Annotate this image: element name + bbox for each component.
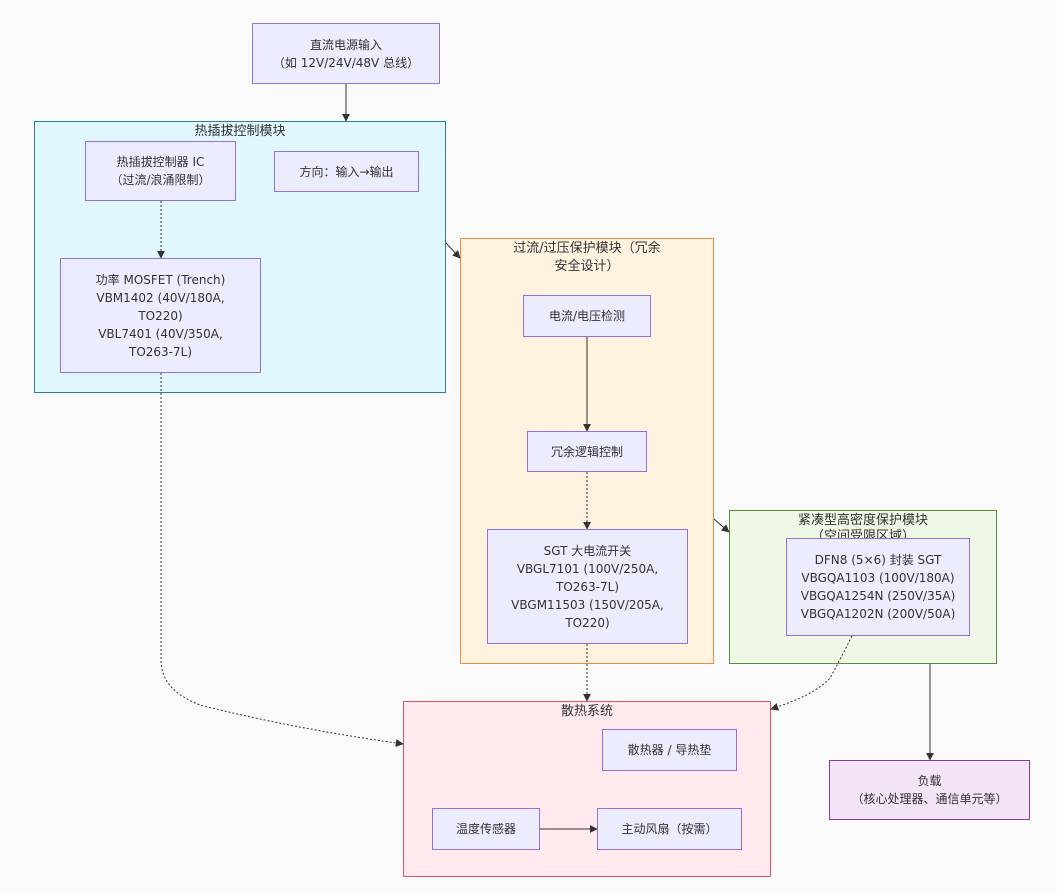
node-heatsink-line1: 散热器 / 导热垫 [627,743,712,757]
node-sgt-switch-line1: SGT 大电流开关 [543,543,632,558]
node-dfn8-line4: VBGQA1202N (200V/50A) [800,607,956,621]
node-fan: 主动风扇（按需） [597,808,742,850]
group-protection-title-line2: 安全设计） [554,259,620,274]
edge-hotswap-to-protection [445,242,461,259]
edge-mosfet-to-thermal [160,373,404,747]
node-sgt-switch-line2: VBGL7101 (100V/250A, [516,561,659,576]
node-fan-line1: 主动风扇（按需） [621,822,718,836]
node-sgt-switch-line4: VBGM11503 (150V/205A, [511,597,664,612]
node-heatsink: 散热器 / 导热垫 [602,729,737,771]
group-thermal-title: 散热系统 [560,704,613,719]
node-sgt-switch: SGT 大电流开关 VBGL7101 (100V/250A, TO263-7L)… [487,529,688,644]
node-temp-sensor: 温度传感器 [432,808,540,850]
node-load-line1: 负载 [917,774,942,788]
node-direction-line1: 方向：输入→输出 [299,164,394,179]
edge-protection-to-compact [713,518,730,533]
edge-dfn8-to-thermal [770,635,853,711]
node-sgt-switch-line3: TO263-7L) [555,579,619,594]
node-hotswap-ic-line1: 热插拔控制器 IC [116,155,205,169]
node-detect: 电流/电压检测 [523,295,651,337]
node-mosfet-line4: VBL7401 (40V/350A, [98,326,223,341]
node-dfn8-line3: VBGQA1254N (250V/35A) [800,589,956,603]
group-compact-title-line1: 紧凑型高密度保护模块 [797,513,928,528]
node-redundant: 冗余逻辑控制 [527,431,647,472]
node-load-line2: （核心处理器、通信单元等） [851,792,1008,806]
node-mosfet-line3: TO220) [138,308,183,323]
node-sgt-switch-line5: TO220) [565,615,610,630]
node-mosfet-line1: 功率 MOSFET (Trench) [95,272,226,287]
node-dfn8-line1: DFN8 (5×6) 封装 SGT [814,553,942,567]
node-dc-input-line1: 直流电源输入 [309,37,382,52]
node-hotswap-ic-line2: （过流/浪涌限制） [110,173,211,187]
group-protection-title-line1: 过流/过压保护模块（冗余 [513,241,661,256]
node-temp-sensor-line1: 温度传感器 [455,822,516,836]
node-direction: 方向：输入→输出 [274,151,419,192]
node-redundant-line1: 冗余逻辑控制 [550,444,623,459]
node-dfn8-line2: VBGQA1103 (100V/180A) [801,571,955,585]
node-mosfet-line2: VBM1402 (40V/180A, [96,290,225,305]
node-mosfet-line5: TO263-7L) [128,344,192,359]
node-load: 负载 （核心处理器、通信单元等） [829,760,1030,820]
node-hotswap-ic: 热插拔控制器 IC （过流/浪涌限制） [85,141,236,201]
node-dfn8: DFN8 (5×6) 封装 SGT VBGQA1103 (100V/180A) … [786,538,970,636]
node-dc-input-line2: （如 12V/24V/48V 总线） [272,55,420,70]
group-hotswap-title: 热插拔控制模块 [194,124,286,139]
node-mosfet: 功率 MOSFET (Trench) VBM1402 (40V/180A, TO… [60,258,261,373]
node-dc-input: 直流电源输入 （如 12V/24V/48V 总线） [252,23,440,84]
node-detect-line1: 电流/电压检测 [548,309,626,323]
